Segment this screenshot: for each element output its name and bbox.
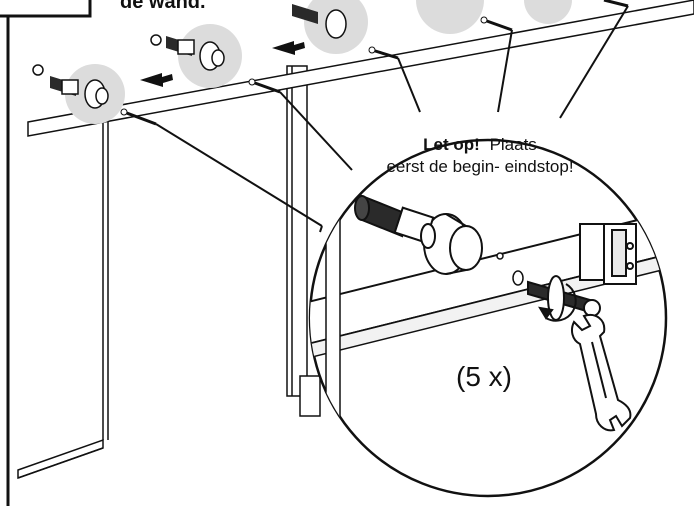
screw-icon [368, 46, 399, 60]
screw-icon [480, 16, 513, 32]
dowel-icon [354, 194, 436, 249]
dowel-icon [292, 4, 318, 24]
screw-icon [120, 108, 157, 126]
wall [17, 122, 109, 480]
dowel-icon [50, 76, 79, 96]
washer-icon [524, 0, 572, 24]
end-stop-icon [579, 223, 637, 285]
mount-5 [524, 0, 629, 24]
screw-icon [527, 275, 601, 322]
bushing-detail [423, 213, 483, 275]
instruction-box: de wand. [0, 0, 206, 506]
count-label: (5 x) [456, 361, 512, 392]
rail [27, 0, 694, 137]
mount-2 [150, 24, 305, 94]
screw-icon [248, 78, 281, 94]
arrow-icon [140, 73, 173, 87]
arrow-icon [272, 41, 305, 55]
dowel-icon [166, 36, 195, 56]
callout-connector [319, 225, 323, 233]
mount-1 [32, 64, 173, 126]
callout-text-line1: Let op! Plaats [423, 135, 537, 154]
mount-3 [292, 0, 399, 60]
callout-text-line2: eerst de begin- eindstop! [386, 157, 573, 176]
header-fragment: de wand. [120, 0, 206, 13]
leader-lines [155, 5, 629, 227]
door-frame [286, 65, 321, 417]
wrench-icon [571, 314, 632, 432]
detail-circle: Let op! Plaats eerst de begin- eindstop!… [308, 135, 668, 498]
mount-4 [416, 0, 513, 34]
washer-icon [416, 0, 484, 34]
